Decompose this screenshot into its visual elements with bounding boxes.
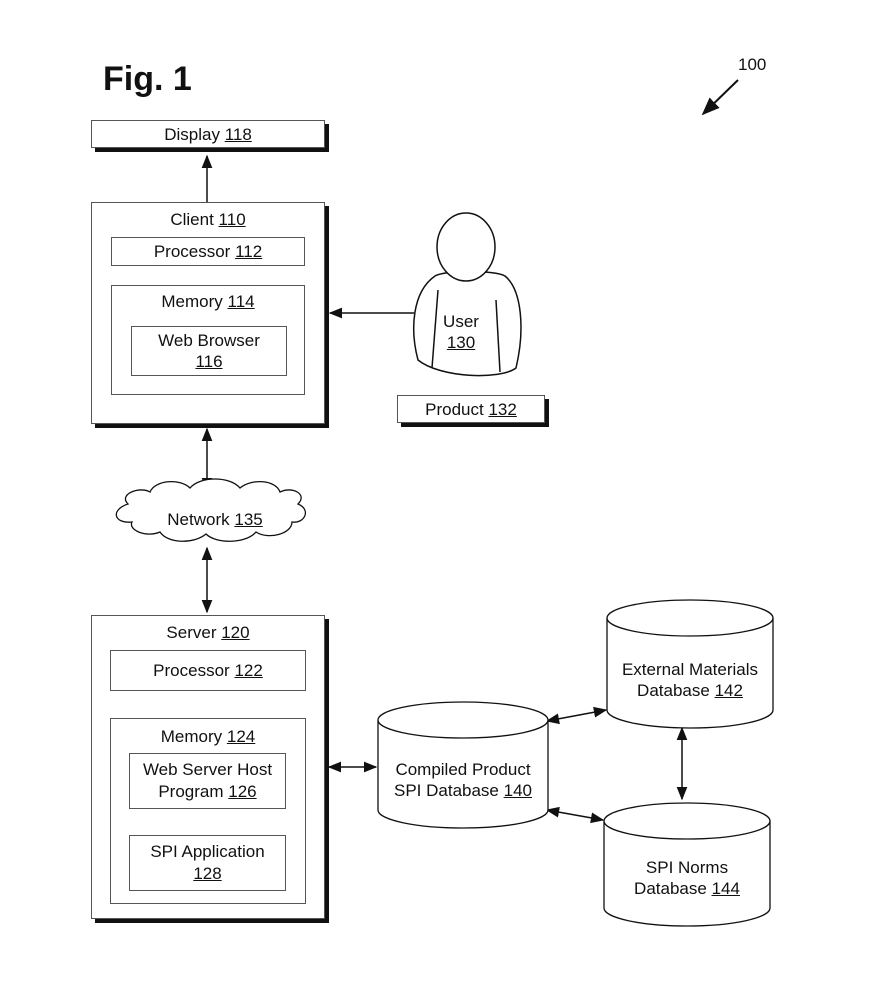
network-cloud-shape xyxy=(115,478,307,542)
norms-db-label: SPI Norms Database 144 xyxy=(634,858,740,898)
compiled-db-cylinder xyxy=(377,701,549,829)
client-processor-box: Processor 112 xyxy=(111,237,305,266)
server-box: Server 120 Processor 122 Memory 124 Web … xyxy=(91,615,325,919)
external-db-label: External Materials Database 142 xyxy=(621,660,759,700)
display-label: Display 118 xyxy=(164,125,252,144)
client-memory-box: Memory 114 Web Browser 116 xyxy=(111,285,305,395)
web-server-host-program-box: Web Server Host Program 126 xyxy=(129,753,286,809)
compiled-db-label: Compiled Product SPI Database 140 xyxy=(393,760,532,800)
server-processor-box: Processor 122 xyxy=(110,650,306,691)
external-db-cylinder xyxy=(606,599,774,729)
reference-arrow xyxy=(701,79,739,116)
user-figure xyxy=(413,212,522,377)
web-browser-box: Web Browser 116 xyxy=(131,326,287,376)
client-label: Client 110 xyxy=(170,210,246,229)
display-box: Display 118 xyxy=(91,120,325,148)
compiled-norms-db-arrow xyxy=(545,806,605,824)
figure-title: Fig. 1 xyxy=(103,60,192,98)
server-memory-box: Memory 124 Web Server Host Program 126 S… xyxy=(110,718,306,904)
client-box: Client 110 Processor 112 Memory 114 Web … xyxy=(91,202,325,424)
product-box: Product 132 xyxy=(397,395,545,423)
network-label: Network 135 xyxy=(167,510,263,529)
spi-application-box: SPI Application 128 xyxy=(129,835,286,891)
norms-db-cylinder xyxy=(603,802,771,927)
compiled-external-db-arrow xyxy=(545,706,608,725)
figure-reference-number: 100 xyxy=(738,55,767,74)
user-label: User 130 xyxy=(443,312,479,352)
